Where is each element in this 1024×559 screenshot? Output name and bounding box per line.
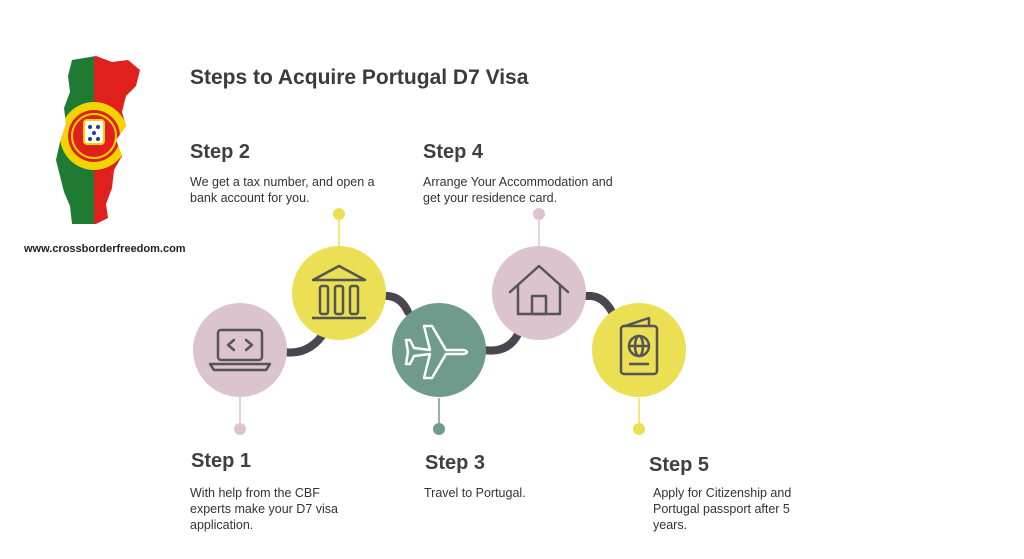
portugal-map-logo [56,56,140,224]
bank-icon [311,264,367,320]
step-2-circle [292,246,386,340]
website-url: www.crossborderfreedom.com [24,243,186,255]
step-4-heading: Step 4 [423,141,484,163]
step-5-circle [592,303,686,397]
step-5-description: Apply for Citizenship and Portugal passp… [653,486,792,532]
step-2-dot [333,208,345,220]
step-2-description: We get a tax number, and open a bank acc… [190,175,375,205]
step-3-circle [392,303,486,397]
passport-icon [619,316,659,376]
step-3-dot [433,423,445,435]
page-title: Steps to Acquire Portugal D7 Visa [190,66,529,89]
step-4-description: Arrange Your Accommodation and get your … [423,175,613,205]
step-2-heading: Step 2 [190,141,251,163]
house-icon [508,264,570,316]
step-1-description: With help from the CBF experts make your… [190,486,338,532]
step-4-circle [492,246,586,340]
step-4-dot [533,208,545,220]
airplane-icon [404,324,469,380]
step-3-heading: Step 3 [425,452,486,474]
step-1-circle [193,303,287,397]
step-5-heading: Step 5 [649,454,710,476]
step-1-dot [234,423,246,435]
laptop-code-icon [208,328,272,372]
stems [234,208,645,435]
step-3-description: Travel to Portugal. [424,486,526,500]
step-1-heading: Step 1 [191,450,252,472]
step-5-dot [633,423,645,435]
